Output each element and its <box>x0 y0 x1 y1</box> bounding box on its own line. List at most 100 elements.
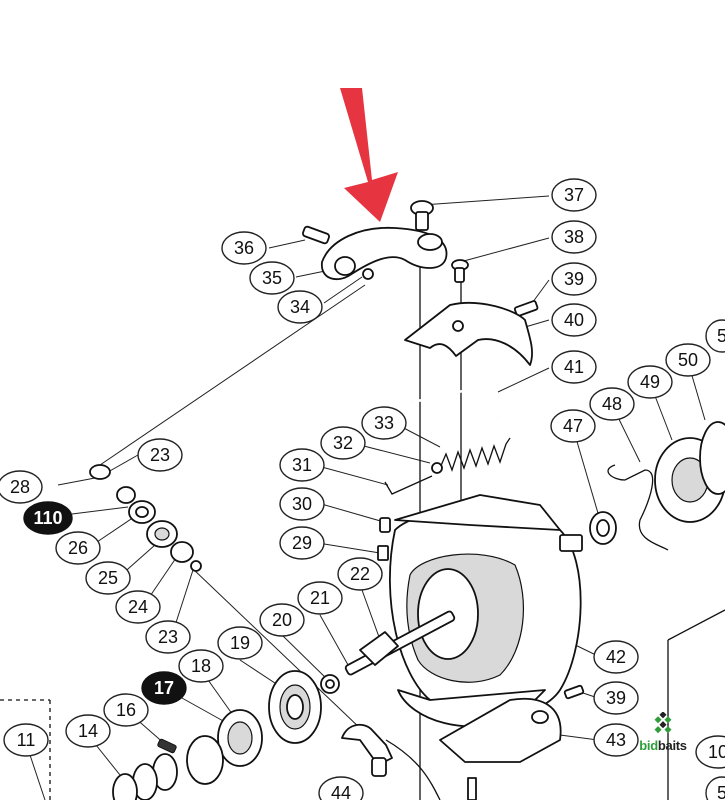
callout-43: 43 <box>593 723 639 757</box>
svg-text:44: 44 <box>331 783 351 800</box>
ring-part-24 <box>170 541 194 563</box>
svg-text:110: 110 <box>33 508 62 528</box>
svg-text:18: 18 <box>191 656 211 676</box>
highlight-arrow <box>340 88 398 222</box>
svg-text:30: 30 <box>292 494 312 514</box>
callout-44: 44 <box>318 776 364 800</box>
callout-5-top: 5 <box>705 319 725 353</box>
callout-34: 34 <box>277 290 323 324</box>
callout-31: 31 <box>279 448 325 482</box>
pinion-gear-part-19 <box>268 670 322 744</box>
svg-text:34: 34 <box>290 297 310 317</box>
svg-text:35: 35 <box>262 268 282 288</box>
pin-part-31 <box>384 475 433 495</box>
screw-38 <box>451 259 469 283</box>
callout-36: 36 <box>221 231 267 265</box>
bearing-part-18 <box>217 709 263 767</box>
callout-30: 30 <box>279 487 325 521</box>
screw-29 <box>377 545 389 561</box>
callout-29: 29 <box>279 526 325 560</box>
bidbaits-mark-icon <box>654 711 672 734</box>
bushing-part-110 <box>116 486 136 504</box>
screw-16 <box>157 738 177 754</box>
callout-47: 47 <box>550 409 596 443</box>
plate-part-43 <box>439 697 562 763</box>
collar-part-25 <box>146 520 178 548</box>
svg-text:33: 33 <box>374 413 394 433</box>
callout-23-bottom: 23 <box>145 620 191 654</box>
bidbaits-wordmark: bidbaits <box>628 738 698 753</box>
callout-5-bottom: 5 <box>705 776 725 800</box>
svg-text:50: 50 <box>678 350 698 370</box>
callout-35: 35 <box>249 261 295 295</box>
bail-support-part-40 <box>404 302 533 366</box>
seal-part-47 <box>589 511 617 545</box>
svg-text:31: 31 <box>292 455 312 475</box>
callout-18: 18 <box>178 649 224 683</box>
retainer-part-17 <box>186 735 224 785</box>
spring-part-48 <box>607 464 669 551</box>
callout-25: 25 <box>85 561 131 595</box>
svg-text:32: 32 <box>333 433 353 453</box>
collar-part-26 <box>128 500 156 524</box>
callout-19: 19 <box>217 626 263 660</box>
svg-text:40: 40 <box>564 310 584 330</box>
svg-text:26: 26 <box>68 538 88 558</box>
callout-39: 39 <box>551 262 597 296</box>
callout-40: 40 <box>551 303 597 337</box>
callout-14: 14 <box>65 714 111 748</box>
svg-text:20: 20 <box>272 610 292 630</box>
svg-text:21: 21 <box>310 588 330 608</box>
svg-text:41: 41 <box>564 357 584 377</box>
brand-part2: baits <box>657 738 687 753</box>
callout-37: 37 <box>551 178 597 212</box>
svg-text:36: 36 <box>234 238 254 258</box>
lever-part-44 <box>341 723 441 800</box>
screw-bottom <box>467 777 477 800</box>
callout-110: 110 <box>23 501 73 535</box>
screw-39-top <box>513 300 539 317</box>
svg-text:16: 16 <box>116 700 136 720</box>
svg-text:23: 23 <box>150 445 170 465</box>
callout-24: 24 <box>115 590 161 624</box>
callout-49: 49 <box>627 365 673 399</box>
ring-part-50 <box>699 421 725 495</box>
svg-text:28: 28 <box>10 477 30 497</box>
washer-part-28 <box>89 464 111 480</box>
leader-lines <box>29 195 706 800</box>
callout-39-lower: 39 <box>593 681 639 715</box>
svg-text:43: 43 <box>606 730 626 750</box>
callout-21: 21 <box>297 581 343 615</box>
svg-text:49: 49 <box>640 372 660 392</box>
callout-20: 20 <box>259 603 305 637</box>
callout-33: 33 <box>361 406 407 440</box>
svg-text:17: 17 <box>154 678 174 698</box>
trip-lever-part-41 <box>412 383 500 419</box>
spring-part-33 <box>431 437 511 474</box>
svg-text:29: 29 <box>292 533 312 553</box>
shaft-part-22 <box>344 610 456 676</box>
callout-16: 16 <box>103 693 149 727</box>
washer-part-23 <box>190 560 202 572</box>
screw-39-lower <box>563 684 585 700</box>
svg-text:39: 39 <box>564 269 584 289</box>
callout-11: 11 <box>3 723 49 757</box>
callout-23-top: 23 <box>137 438 183 472</box>
callout-28: 28 <box>0 470 43 504</box>
svg-text:42: 42 <box>606 647 626 667</box>
callout-32: 32 <box>320 426 366 460</box>
callout-41: 41 <box>551 350 597 384</box>
screw-30 <box>379 517 391 533</box>
svg-text:37: 37 <box>564 185 584 205</box>
callout-42: 42 <box>593 640 639 674</box>
svg-text:10: 10 <box>708 742 725 762</box>
svg-text:38: 38 <box>564 227 584 247</box>
callout-26: 26 <box>55 531 101 565</box>
svg-text:23: 23 <box>158 627 178 647</box>
washer-part-20 <box>320 674 340 694</box>
svg-text:19: 19 <box>230 633 250 653</box>
screw-37 <box>410 200 434 231</box>
brand-part1: bid <box>639 738 658 753</box>
svg-text:5: 5 <box>717 783 725 800</box>
